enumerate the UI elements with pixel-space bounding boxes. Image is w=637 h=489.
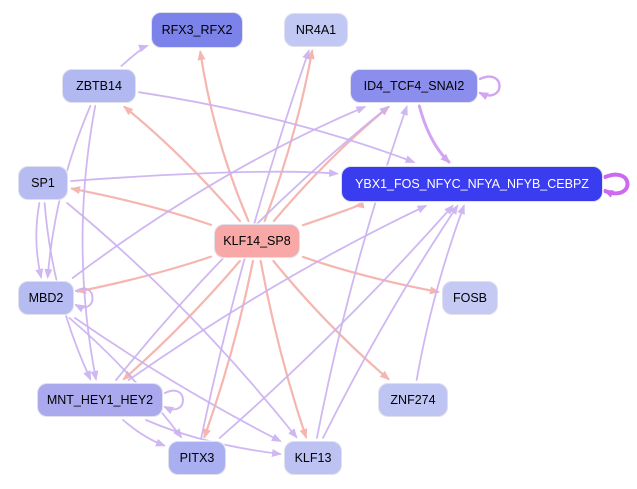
node-label: SP1 (31, 176, 55, 190)
edge-ZBTB14-RFX3_RFX2 (120, 44, 149, 67)
node-FOSB[interactable]: FOSB (442, 281, 498, 315)
edge-ZNF274-YBX1_FOS_NFYC_NFYA_NFYB_CEBPZ (415, 204, 465, 381)
edge-SP1-KLF13 (66, 202, 298, 439)
edge-MBD2-KLF13 (74, 317, 282, 442)
node-label: KLF13 (294, 451, 332, 465)
edge-MNT_HEY1_HEY2-MNT_HEY1_HEY2-selfloop (163, 389, 184, 415)
edge-KLF13-YBX1_FOS_NFYC_NFYA_NFYB_CEBPZ (322, 204, 459, 439)
edge-SP1-MBD2 (35, 202, 44, 279)
node-label: ID4_TCF4_SNAI2 (363, 79, 465, 93)
edge-KLF14_SP8-RFX3_RFX2 (197, 50, 250, 223)
node-YBX1_FOS_NFYC_NFYA_NFYB_CEBPZ[interactable]: YBX1_FOS_NFYC_NFYA_NFYB_CEBPZ (341, 166, 603, 202)
edge-ID4_TCF4_SNAI2-ID4_TCF4_SNAI2-selfloop (478, 75, 501, 100)
edge-KLF14_SP8-ZNF274 (272, 259, 390, 381)
node-PITX3[interactable]: PITX3 (168, 441, 226, 475)
node-label: ZNF274 (390, 393, 436, 407)
node-ZBTB14[interactable]: ZBTB14 (62, 69, 136, 103)
edge-KLF14_SP8-FOSB (301, 255, 440, 295)
node-label: MBD2 (28, 291, 64, 305)
node-KLF13[interactable]: KLF13 (284, 441, 342, 475)
node-label: YBX1_FOS_NFYC_NFYA_NFYB_CEBPZ (355, 177, 589, 191)
edge-MBD2-ID4_TCF4_SNAI2 (71, 106, 367, 279)
node-label: PITX3 (179, 451, 215, 465)
node-ZNF274[interactable]: ZNF274 (378, 383, 448, 417)
node-RFX3_RFX2[interactable]: RFX3_RFX2 (151, 12, 243, 48)
node-label: MNT_HEY1_HEY2 (46, 393, 154, 407)
edge-YBX1_FOS_NFYC_NFYA_NFYB_CEBPZ-YBX1_FOS_NFYC_NFYA_NFYB_CEBPZ-selfloop (603, 172, 630, 198)
edge-KLF14_SP8-PITX3 (203, 259, 255, 439)
edge-KLF14_SP8-KLF13 (259, 259, 308, 439)
node-NR4A1[interactable]: NR4A1 (284, 13, 348, 47)
node-label: NR4A1 (295, 23, 337, 37)
edge-KLF13-ID4_TCF4_SNAI2 (316, 105, 408, 439)
edge-PITX3-YBX1_FOS_NFYC_NFYA_NFYB_CEBPZ (218, 204, 454, 439)
edge-ID4_TCF4_SNAI2-YBX1_FOS_NFYC_NFYA_NFYB_CEBPZ (417, 104, 451, 164)
edge-MNT_HEY1_HEY2-KLF13 (145, 419, 282, 457)
edge-SP1-YBX1_FOS_NFYC_NFYA_NFYB_CEBPZ (70, 169, 339, 182)
edge-MBD2-PITX3 (68, 317, 183, 439)
edge-MBD2-MBD2-selfloop (74, 287, 94, 313)
edge-ZBTB14-MNT_HEY1_HEY2 (81, 105, 99, 381)
edge-MNT_HEY1_HEY2-PITX3 (122, 419, 166, 447)
node-label: RFX3_RFX2 (161, 23, 233, 37)
edge-KLF14_SP8-ZBTB14 (123, 105, 242, 223)
edge-KLF14_SP8-MBD2 (76, 255, 213, 294)
node-label: KLF14_SP8 (223, 234, 291, 248)
edge-KLF14_SP8-NR4A1 (263, 49, 315, 223)
edge-ZBTB14-YBX1_FOS_NFYC_NFYA_NFYB_CEBPZ (138, 91, 416, 163)
edge-KLF14_SP8-SP1 (70, 186, 213, 226)
node-label: ZBTB14 (76, 79, 122, 93)
edge-KLF14_SP8-YBX1_FOS_NFYC_NFYA_NFYB_CEBPZ (301, 200, 365, 227)
edge-KLF14_SP8-MNT_HEY1_HEY2 (122, 259, 241, 381)
edge-MNT_HEY1_HEY2-YBX1_FOS_NFYC_NFYA_NFYB_CEBPZ (127, 205, 428, 381)
node-MBD2[interactable]: MBD2 (18, 281, 74, 315)
node-SP1[interactable]: SP1 (18, 166, 68, 200)
node-KLF14_SP8[interactable]: KLF14_SP8 (214, 224, 300, 258)
node-ID4_TCF4_SNAI2[interactable]: ID4_TCF4_SNAI2 (350, 69, 478, 103)
node-label: FOSB (452, 291, 488, 305)
node-MNT_HEY1_HEY2[interactable]: MNT_HEY1_HEY2 (37, 383, 163, 417)
